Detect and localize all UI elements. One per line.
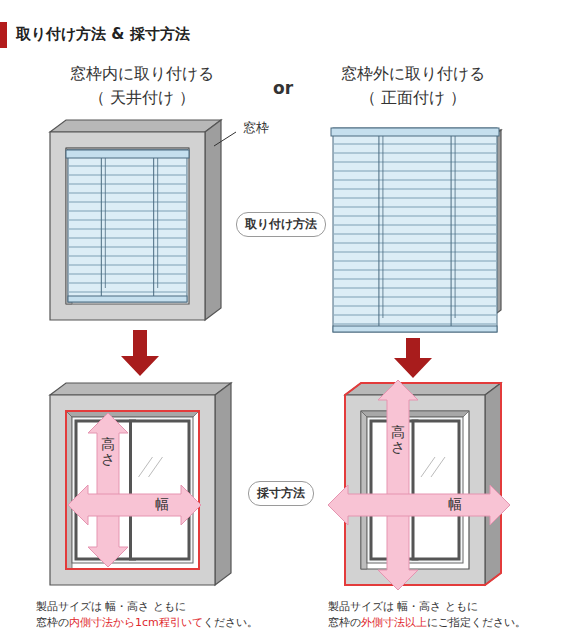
- caption-line: 製品サイズは 幅・高さ ともに: [36, 599, 186, 614]
- blind: [331, 128, 499, 332]
- caption: にご指定ください。: [427, 616, 526, 629]
- caption: 窓枠の: [36, 616, 69, 629]
- part-name: 窓枠: [243, 119, 269, 137]
- label-pill: 取り付け方法: [236, 212, 326, 237]
- caption-line: 窓枠の外側寸法以上にご指定ください。: [328, 615, 526, 630]
- window-glass: [72, 417, 193, 563]
- leader-line: [214, 132, 236, 146]
- window-frame: [50, 383, 231, 585]
- title: 取り付け方法 & 採寸方法: [16, 25, 190, 44]
- column-heading: （ 正面付け ）: [360, 88, 466, 109]
- width-arrow: [328, 485, 510, 525]
- width-arrow: [68, 485, 201, 525]
- caption: 製品サイズは 幅・高さ ともに: [328, 600, 478, 613]
- measure-outline: [345, 383, 501, 585]
- caption: 窓枠の: [328, 616, 361, 629]
- caption-line: 窓枠の内側寸法から1cm程引いてください。: [36, 615, 258, 630]
- or-word: or: [273, 78, 293, 98]
- caption: ください。: [203, 616, 258, 629]
- down-arrow: [121, 330, 159, 376]
- dimension-label: 高さ: [101, 437, 115, 468]
- pill-text: 取り付け方法: [245, 216, 317, 233]
- caption: 外側寸法以上: [361, 616, 427, 629]
- column-heading: （ 天井付け ）: [89, 88, 195, 109]
- title-bar: [0, 22, 7, 48]
- down-arrow: [394, 338, 432, 378]
- window-frame: [345, 383, 501, 585]
- height-arrow: [88, 413, 128, 567]
- dimension-label: 幅: [155, 496, 169, 514]
- window-frame: [50, 120, 221, 320]
- caption: 内側寸法から1cm程引いて: [69, 616, 203, 629]
- caption-line: 製品サイズは 幅・高さ ともに: [328, 599, 478, 614]
- column-heading: 窓枠内に取り付ける: [70, 64, 214, 85]
- window-glass: [367, 417, 463, 563]
- height-arrow: [378, 380, 418, 590]
- dimension-label: 幅: [448, 496, 462, 514]
- pill-text: 採寸方法: [257, 485, 305, 502]
- label-pill: 採寸方法: [248, 481, 314, 506]
- caption: 製品サイズは 幅・高さ ともに: [36, 600, 186, 613]
- column-heading: 窓枠外に取り付ける: [341, 64, 485, 85]
- dimension-label: 高さ: [391, 425, 405, 456]
- blind: [66, 150, 189, 302]
